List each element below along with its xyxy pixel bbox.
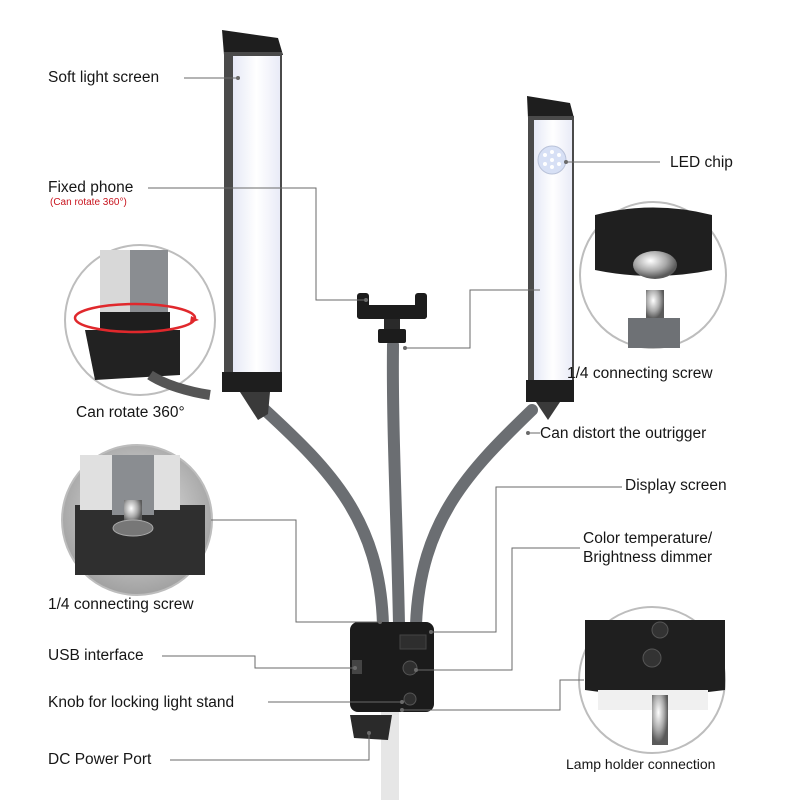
dc-power-port-label: DC Power Port <box>48 751 152 768</box>
color-temperature-label: Color temperature/ <box>583 530 713 547</box>
usb-interface-label: USB interface <box>48 647 144 664</box>
can-rotate-label: Can rotate 360° <box>76 404 185 421</box>
connecting-screw-right-label: 1/4 connecting screw <box>567 365 713 382</box>
left-light-panel <box>222 30 283 420</box>
lamp-holder-label: Lamp holder connection <box>566 756 716 772</box>
center-gooseneck <box>386 339 405 631</box>
connecting-screw-left-label: 1/4 connecting screw <box>48 596 194 613</box>
knob-locking-label: Knob for locking light stand <box>48 694 235 711</box>
rotate-detail-circle <box>64 244 216 400</box>
right-gooseneck <box>410 404 538 631</box>
screw-detail-circle-right <box>579 201 727 349</box>
phone-clamp <box>357 293 427 343</box>
display-screen-label: Display screen <box>625 477 727 494</box>
left-gooseneck <box>259 404 389 631</box>
can-distort-label: Can distort the outrigger <box>540 425 707 442</box>
soft-light-screen-label: Soft light screen <box>48 69 160 86</box>
control-box <box>350 622 434 740</box>
brightness-dimmer-label: Brightness dimmer <box>583 549 713 566</box>
led-chip-label: LED chip <box>670 154 733 171</box>
fixed-phone-label: Fixed phone <box>48 179 134 196</box>
fixed-phone-note: (Can rotate 360°) <box>50 197 127 208</box>
screw-detail-circle-left <box>61 444 213 596</box>
lamp-holder-detail-circle <box>578 606 726 754</box>
